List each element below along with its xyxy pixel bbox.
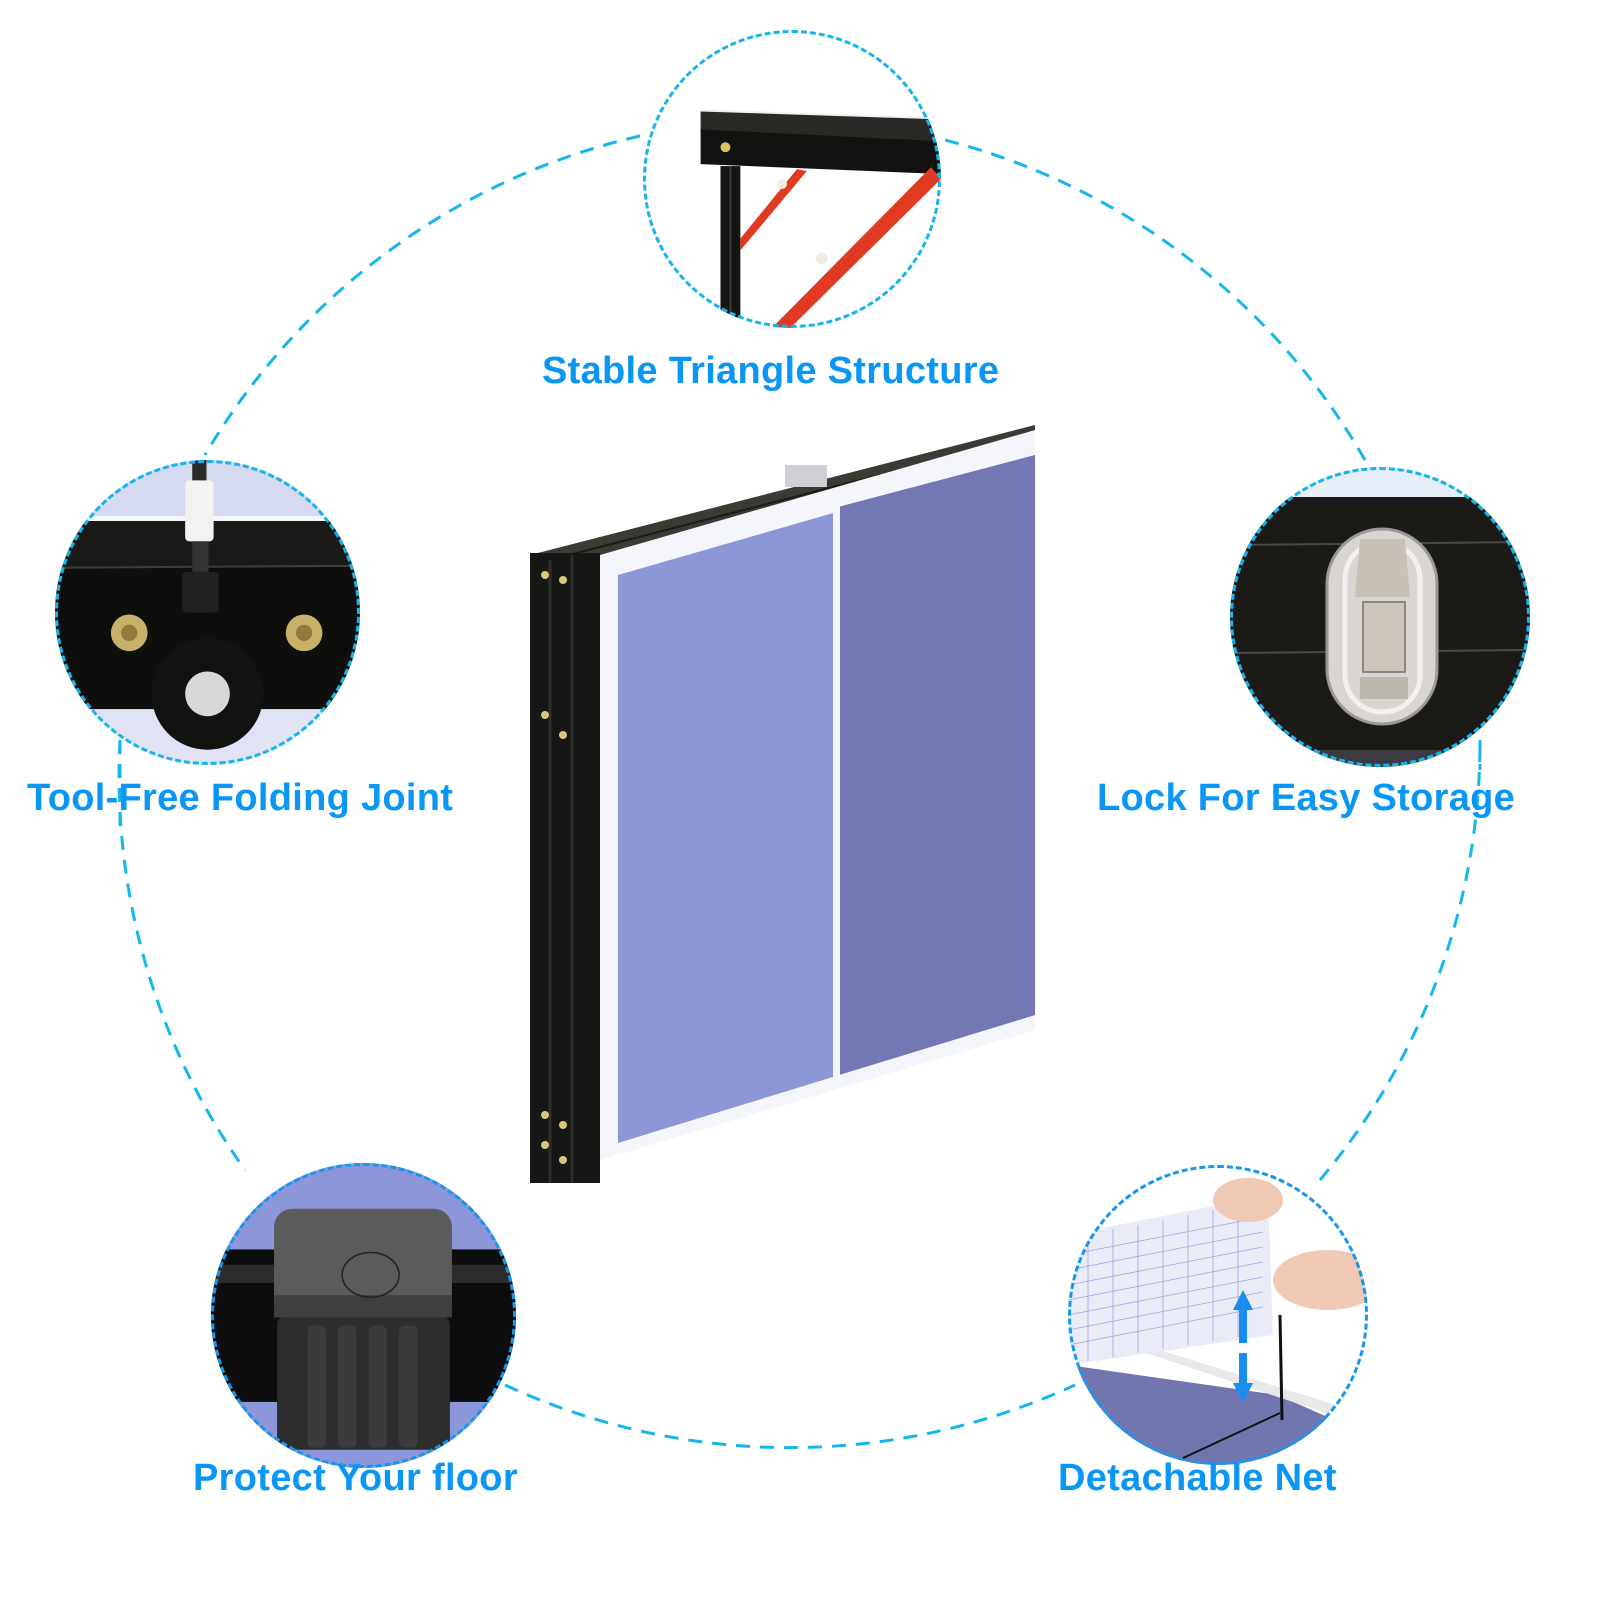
- latch-lock-icon: [1230, 467, 1530, 767]
- detail-circle-triangle-structure: [643, 30, 941, 328]
- detail-circle-lock: [1230, 467, 1530, 767]
- caster-wheel-joint-icon: [55, 460, 360, 750]
- rubber-foot-cap-icon: [211, 1163, 516, 1468]
- feature-label-triangle-structure: Stable Triangle Structure: [542, 350, 1000, 392]
- detail-circle-floor-protector: [211, 1163, 516, 1468]
- feature-label-lock: Lock For Easy Storage: [1097, 777, 1516, 819]
- feature-label-detachable-net: Detachable Net: [1058, 1457, 1337, 1499]
- net-post-icon: [1068, 1165, 1368, 1465]
- detail-circle-folding-joint: [55, 460, 360, 765]
- detail-circle-detachable-net: [1068, 1165, 1368, 1465]
- feature-label-folding-joint: Tool-Free Folding Joint: [27, 777, 454, 819]
- folding-leg-brace-icon: [643, 30, 941, 328]
- folded-table-icon: [530, 425, 1036, 1183]
- feature-label-floor-protector: Protect Your floor: [193, 1457, 518, 1499]
